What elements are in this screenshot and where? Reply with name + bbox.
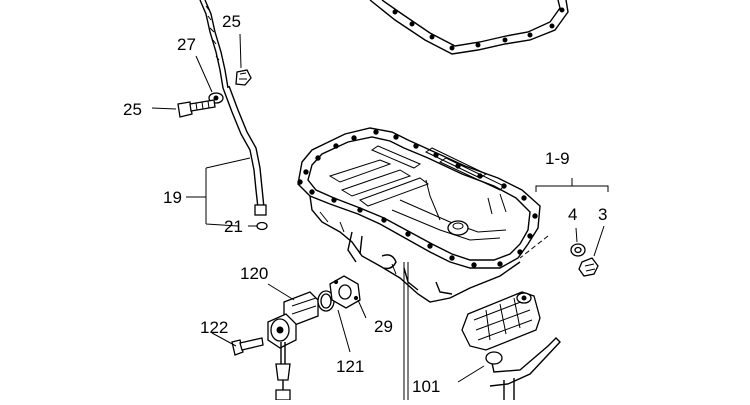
callout-120: 120: [240, 264, 268, 283]
callout-3: 3: [598, 205, 607, 224]
o-ring-21: [256, 221, 268, 231]
callout-25-top: 25: [222, 12, 241, 31]
callout-101: 101: [412, 377, 440, 396]
dipstick-guide-tube: [222, 85, 267, 216]
oil-pan-gasket: [369, 0, 569, 55]
callout-25-left: 25: [123, 100, 142, 119]
callout-29: 29: [374, 317, 393, 336]
callout-1-9: 1-9: [545, 149, 570, 168]
drain-plug-3: [578, 225, 605, 277]
gasket-29: [329, 275, 361, 309]
callout-bracket-1-9: [535, 178, 609, 192]
oil-level-dipstick: [199, 0, 229, 89]
nut-25-top: [235, 69, 252, 86]
bolt-25-left: [177, 99, 216, 118]
assembly-reference-lines: [403, 262, 409, 400]
callout-27: 27: [177, 35, 196, 54]
callout-122: 122: [200, 318, 228, 337]
leader-lines: [151, 33, 485, 383]
oil-pan: [297, 127, 549, 303]
oil-pressure-sender: [275, 342, 291, 401]
callout-21: 21: [224, 217, 243, 236]
callout-19: 19: [163, 188, 182, 207]
bolt-122: [231, 337, 264, 356]
callout-121: 121: [336, 357, 364, 376]
washer-4: [570, 227, 586, 257]
callout-4: 4: [568, 205, 577, 224]
oil-strainer-101: [461, 291, 561, 400]
oil-switch-adapter-120: [267, 291, 319, 349]
